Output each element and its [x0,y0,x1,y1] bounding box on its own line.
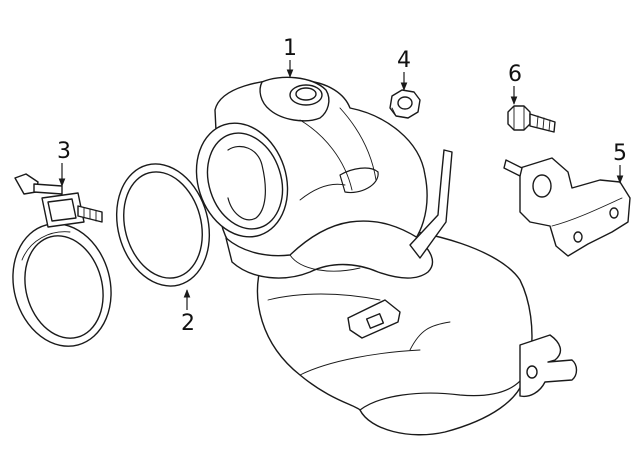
gasket[interactable] [103,153,222,296]
mounting-bracket[interactable] [503,157,631,257]
stud-bolt[interactable] [507,105,556,133]
callout-1: 1 [283,36,297,61]
callout-2: 2 [181,311,195,336]
callout-leaders [58,60,624,310]
callout-6: 6 [508,62,522,87]
v-band-clamp[interactable] [0,173,124,357]
callout-5: 5 [613,141,627,166]
catalytic-converter[interactable] [182,76,578,436]
callout-3: 3 [57,139,71,164]
hex-nut[interactable] [389,89,421,119]
callout-4: 4 [397,48,411,73]
